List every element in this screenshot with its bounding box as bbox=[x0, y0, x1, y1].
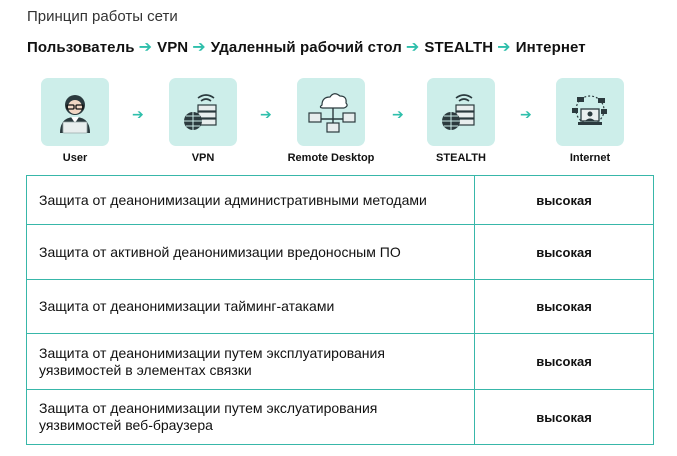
user-icon bbox=[41, 78, 109, 146]
node-label: User bbox=[62, 152, 88, 164]
chain-step-stealth: STEALTH bbox=[424, 38, 494, 56]
protection-table: Защита от деанонимизации административны… bbox=[26, 175, 654, 445]
table-row: Защита от деанонимизации путем экслуатир… bbox=[27, 389, 653, 444]
row-label: Защита от деанонимизации тайминг-атаками bbox=[27, 280, 475, 333]
arrow-right-icon: ➔ bbox=[520, 106, 532, 122]
node-label: VPN bbox=[191, 152, 215, 164]
node-user: User bbox=[40, 78, 110, 164]
row-value: высокая bbox=[536, 244, 592, 260]
chain-step-user: Пользователь bbox=[27, 38, 135, 56]
stealth-server-icon bbox=[427, 78, 495, 146]
arrow-right-icon: ➔ bbox=[392, 106, 404, 122]
row-label: Защита от активной деанонимизации вредон… bbox=[27, 225, 475, 279]
row-label: Защита от деанонимизации путем экслуатир… bbox=[27, 390, 475, 444]
node-label: STEALTH bbox=[436, 152, 486, 164]
row-label: Защита от деанонимизации административны… bbox=[27, 176, 475, 224]
page-title: Принцип работы сети bbox=[27, 8, 178, 25]
table-row: Защита от деанонимизации административны… bbox=[27, 176, 653, 224]
network-diagram: User ➔ VPN ➔ bbox=[0, 78, 677, 168]
node-label: Remote Desktop bbox=[287, 152, 375, 164]
table-row: Защита от деанонимизации путем эксплуати… bbox=[27, 333, 653, 389]
node-internet: Internet bbox=[555, 78, 625, 164]
table-row: Защита от деанонимизации тайминг-атаками… bbox=[27, 279, 653, 333]
chain-step-remote-desktop: Удаленный рабочий стол bbox=[210, 38, 402, 56]
remote-desktop-icon bbox=[297, 78, 365, 146]
arrow-right-icon: ➔ bbox=[138, 39, 153, 56]
arrow-right-icon: ➔ bbox=[192, 39, 206, 56]
row-label: Защита от деанонимизации путем эксплуати… bbox=[27, 334, 475, 389]
arrow-right-icon: ➔ bbox=[405, 39, 420, 56]
node-remote-desktop: Remote Desktop bbox=[288, 78, 374, 164]
chain-step-internet: Интернет bbox=[515, 38, 586, 56]
row-value: высокая bbox=[536, 299, 592, 314]
internet-icon bbox=[556, 78, 624, 146]
row-value: высокая bbox=[536, 192, 592, 208]
arrow-right-icon: ➔ bbox=[497, 39, 511, 56]
row-value: высокая bbox=[536, 354, 592, 369]
chain-step-vpn: VPN bbox=[157, 38, 189, 56]
table-row: Защита от активной деанонимизации вредон… bbox=[27, 224, 653, 279]
arrow-right-icon: ➔ bbox=[132, 106, 144, 122]
node-stealth: STEALTH bbox=[426, 78, 496, 164]
node-label: Internet bbox=[569, 152, 611, 164]
row-value: высокая bbox=[536, 409, 592, 425]
vpn-server-icon bbox=[169, 78, 237, 146]
network-chain: Пользователь ➔ VPN ➔ Удаленный рабочий с… bbox=[27, 37, 586, 57]
node-vpn: VPN bbox=[168, 78, 238, 164]
arrow-right-icon: ➔ bbox=[260, 106, 272, 122]
